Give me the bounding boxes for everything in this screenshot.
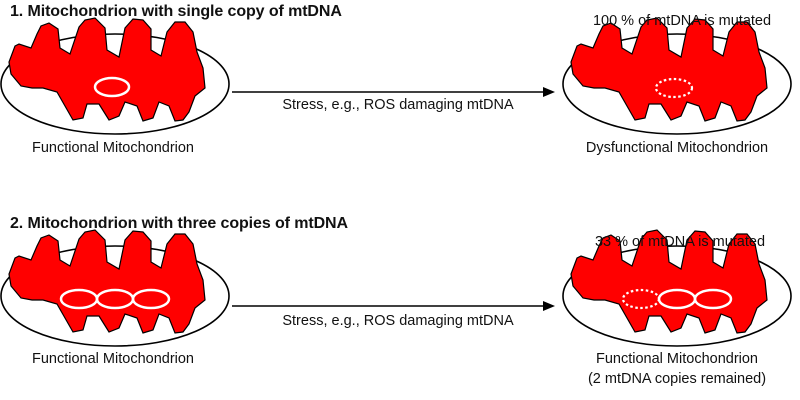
section-2-heading: 2. Mitochondrion with three copies of mt… <box>10 215 348 232</box>
section-2-right-caption-note: (2 mtDNA copies remained) <box>587 371 767 387</box>
intact-mtdna-ring <box>93 76 131 98</box>
section-1-right-caption: Dysfunctional Mitochondrion <box>585 140 769 156</box>
intact-mtdna-ring <box>693 288 733 310</box>
section-1-heading: 1. Mitochondrion with single copy of mtD… <box>10 3 342 20</box>
section-2-left-caption: Functional Mitochondrion <box>31 351 195 367</box>
section-1-arrow <box>232 87 555 97</box>
section-2-right-caption: Functional Mitochondrion <box>595 351 759 367</box>
section-2-partially-mutated-mitochondrion <box>562 229 792 347</box>
section-1-left-caption: Functional Mitochondrion <box>31 140 195 156</box>
section-2-functional-mitochondrion <box>0 229 230 347</box>
section-2-arrow-label: Stress, e.g., ROS damaging mtDNA <box>282 313 514 329</box>
section-1-arrow-label: Stress, e.g., ROS damaging mtDNA <box>282 97 514 113</box>
mutated-mtdna-ring <box>654 77 694 99</box>
section-2-arrow <box>232 301 555 311</box>
section-1-dysfunctional-mitochondrion <box>562 17 792 135</box>
intact-mtdna-ring <box>131 288 171 310</box>
section-1-functional-mitochondrion <box>0 17 230 135</box>
section-2-mutation-annotation: 33 % of mtDNA is mutated <box>594 234 766 250</box>
section-1-mutation-annotation: 100 % of mtDNA is mutated <box>592 13 772 29</box>
